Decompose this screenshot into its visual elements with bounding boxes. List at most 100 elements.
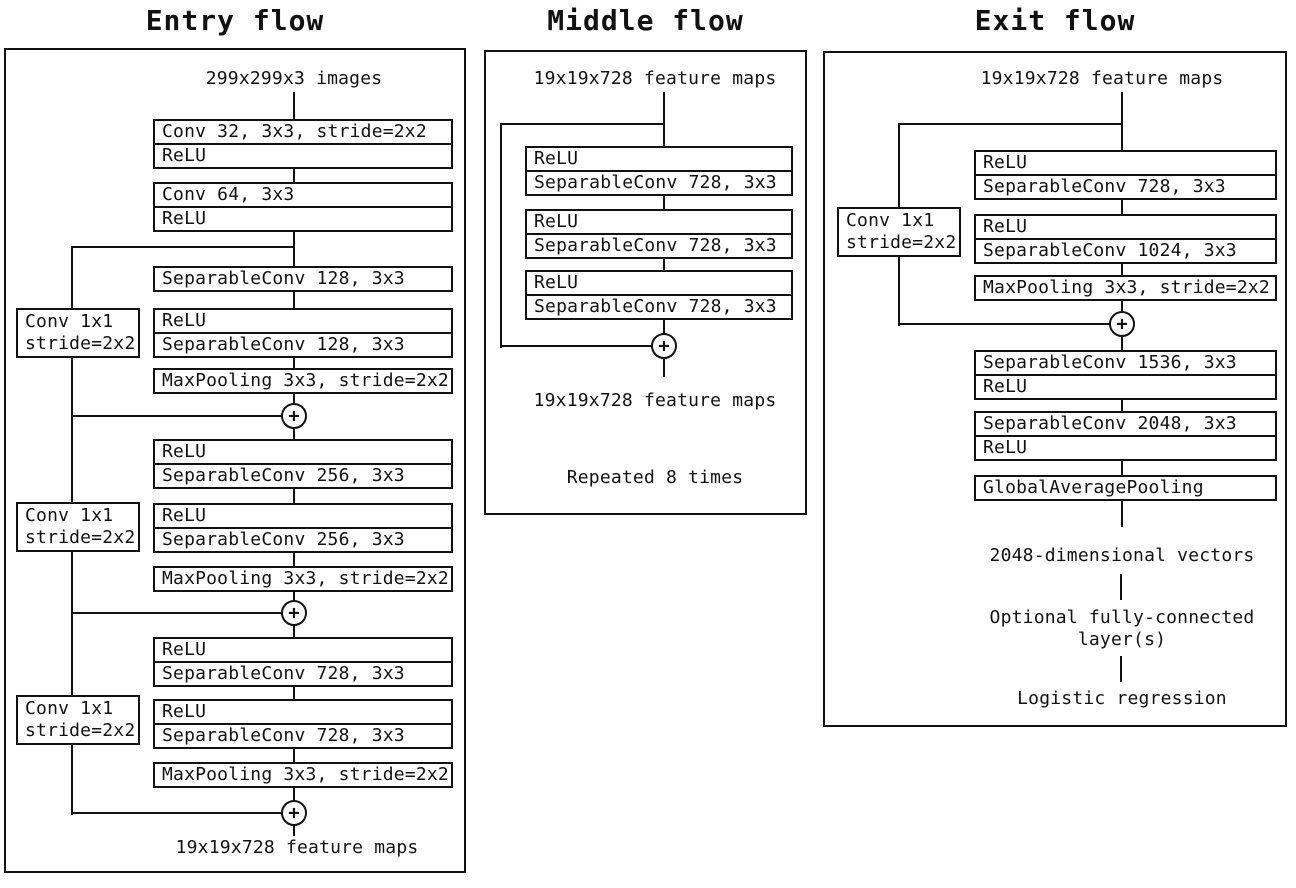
middle-relu-sepconv728-box-2: ReLU SeparableConv 728, 3x3 — [525, 209, 793, 259]
layer-row: Conv 64, 3x3 — [162, 184, 295, 205]
skip-line: Conv 1x1 — [846, 210, 935, 231]
entry-flow-title: Entry flow — [145, 4, 325, 37]
entry-skip-tap-line-3 — [71, 612, 295, 614]
layer-row: ReLU — [976, 374, 1275, 398]
entry-relu-sepconv256-box-1: ReLU SeparableConv 256, 3x3 — [153, 439, 453, 489]
exit-skip-conv1x1-box: Conv 1x1 stride=2x2 — [837, 207, 961, 257]
skip-line: stride=2x2 — [25, 333, 136, 354]
layer-row: MaxPooling 3x3, stride=2x2 — [162, 568, 449, 589]
middle-flow-panel — [484, 50, 807, 515]
layer-row: SeparableConv 128, 3x3 — [155, 332, 451, 356]
layer-row: SeparableConv 728, 3x3 — [155, 661, 451, 685]
exit-trunk-line — [1121, 92, 1123, 527]
exit-maxpool-box: MaxPooling 3x3, stride=2x2 — [974, 275, 1277, 301]
exit-logistic-label: Logistic regression — [1017, 688, 1227, 709]
entry-add-circle-3: + — [281, 800, 307, 826]
exit-relu-sepconv1024-box: ReLU SeparableConv 1024, 3x3 — [974, 214, 1277, 264]
middle-skip-tap-line-2 — [500, 345, 665, 347]
layer-row: MaxPooling 3x3, stride=2x2 — [162, 764, 449, 785]
exit-flow-panel — [823, 51, 1287, 727]
middle-input-label: 19x19x728 feature maps — [533, 68, 777, 89]
exit-fc-label-line1: Optional fully-connected — [989, 607, 1255, 628]
entry-conv32-box: Conv 32, 3x3, stride=2x2 ReLU — [153, 119, 453, 169]
entry-skip-conv1x1-box-2: Conv 1x1 stride=2x2 — [16, 502, 140, 552]
layer-row: SeparableConv 128, 3x3 — [162, 268, 405, 289]
entry-relu-sepconv728-box-1: ReLU SeparableConv 728, 3x3 — [153, 637, 453, 687]
layer-row: MaxPooling 3x3, stride=2x2 — [983, 277, 1270, 298]
entry-flow-panel — [4, 48, 466, 873]
layer-row: ReLU — [162, 441, 207, 462]
plus-icon: + — [288, 602, 300, 624]
layer-row: ReLU — [534, 148, 579, 169]
layer-row: ReLU — [983, 152, 1028, 173]
exit-fc-label-line2: layer(s) — [1077, 629, 1167, 650]
layer-row: ReLU — [162, 310, 207, 331]
skip-line: stride=2x2 — [846, 232, 957, 253]
layer-row: SeparableConv 256, 3x3 — [155, 527, 451, 551]
middle-skip-tap-line-1 — [500, 123, 665, 125]
layer-row: SeparableConv 728, 3x3 — [527, 294, 791, 318]
layer-row: ReLU — [534, 272, 579, 293]
exit-skip-tap-line-2 — [898, 323, 1123, 325]
plus-icon: + — [1116, 313, 1128, 335]
middle-repeat-note: Repeated 8 times — [566, 467, 744, 488]
entry-relu-sepconv128-box: ReLU SeparableConv 128, 3x3 — [153, 308, 453, 358]
layer-row: ReLU — [162, 505, 207, 526]
plus-icon: + — [288, 405, 300, 427]
entry-relu-sepconv256-box-2: ReLU SeparableConv 256, 3x3 — [153, 503, 453, 553]
skip-line: stride=2x2 — [25, 720, 136, 741]
layer-row: ReLU — [983, 216, 1028, 237]
exit-flow-title: Exit flow — [974, 4, 1136, 37]
entry-skip-conv1x1-box-1: Conv 1x1 stride=2x2 — [16, 308, 140, 358]
layer-row: ReLU — [976, 435, 1275, 459]
layer-row: SeparableConv 1024, 3x3 — [976, 238, 1275, 262]
entry-skip-conv1x1-box-3: Conv 1x1 stride=2x2 — [16, 695, 140, 745]
middle-relu-sepconv728-box-1: ReLU SeparableConv 728, 3x3 — [525, 146, 793, 196]
exit-sepconv2048-box: SeparableConv 2048, 3x3 ReLU — [974, 411, 1277, 461]
middle-output-label: 19x19x728 feature maps — [533, 390, 777, 411]
entry-skip-tap-line-1 — [71, 246, 295, 248]
exit-input-label: 19x19x728 feature maps — [980, 68, 1224, 89]
entry-maxpool-box-2: MaxPooling 3x3, stride=2x2 — [153, 566, 453, 592]
layer-row: GlobalAveragePooling — [983, 477, 1204, 498]
layer-row: MaxPooling 3x3, stride=2x2 — [162, 370, 449, 391]
exit-sepconv1536-box: SeparableConv 1536, 3x3 ReLU — [974, 350, 1277, 400]
entry-add-circle-1: + — [281, 403, 307, 429]
layer-row: SeparableConv 728, 3x3 — [155, 723, 451, 747]
layer-row: ReLU — [155, 206, 451, 230]
plus-icon: + — [658, 335, 670, 357]
exit-add-circle: + — [1109, 311, 1135, 337]
layer-row: ReLU — [162, 701, 207, 722]
entry-skip-tap-line-4 — [71, 812, 295, 814]
entry-conv64-box: Conv 64, 3x3 ReLU — [153, 182, 453, 232]
skip-line: Conv 1x1 — [25, 698, 114, 719]
skip-line: Conv 1x1 — [25, 505, 114, 526]
entry-input-label: 299x299x3 images — [205, 68, 383, 89]
exit-globalavgpool-box: GlobalAveragePooling — [974, 475, 1277, 501]
middle-flow-title: Middle flow — [547, 4, 744, 37]
middle-relu-sepconv728-box-3: ReLU SeparableConv 728, 3x3 — [525, 270, 793, 320]
middle-skip-rail — [500, 123, 502, 348]
layer-row: ReLU — [155, 143, 451, 167]
entry-maxpool-box-1: MaxPooling 3x3, stride=2x2 — [153, 368, 453, 394]
layer-row: SeparableConv 2048, 3x3 — [983, 413, 1237, 434]
exit-vectors-label: 2048-dimensional vectors — [989, 545, 1255, 566]
layer-row: SeparableConv 728, 3x3 — [976, 174, 1275, 198]
plus-icon: + — [288, 802, 300, 824]
exit-relu-sepconv728-box: ReLU SeparableConv 728, 3x3 — [974, 150, 1277, 200]
entry-skip-tap-line-2 — [71, 415, 295, 417]
layer-row: SeparableConv 728, 3x3 — [527, 233, 791, 257]
entry-maxpool-box-3: MaxPooling 3x3, stride=2x2 — [153, 762, 453, 788]
layer-row: SeparableConv 728, 3x3 — [527, 170, 791, 194]
entry-add-circle-2: + — [281, 600, 307, 626]
layer-row: ReLU — [534, 211, 579, 232]
entry-output-label: 19x19x728 feature maps — [175, 837, 419, 858]
entry-sepconv128-box: SeparableConv 128, 3x3 — [153, 266, 453, 292]
skip-line: stride=2x2 — [25, 527, 136, 548]
exit-fc-label: Optional fully-connected layer(s) — [972, 607, 1272, 651]
layer-row: Conv 32, 3x3, stride=2x2 — [162, 121, 427, 142]
skip-line: Conv 1x1 — [25, 311, 114, 332]
layer-row: ReLU — [162, 639, 207, 660]
layer-row: SeparableConv 256, 3x3 — [155, 463, 451, 487]
